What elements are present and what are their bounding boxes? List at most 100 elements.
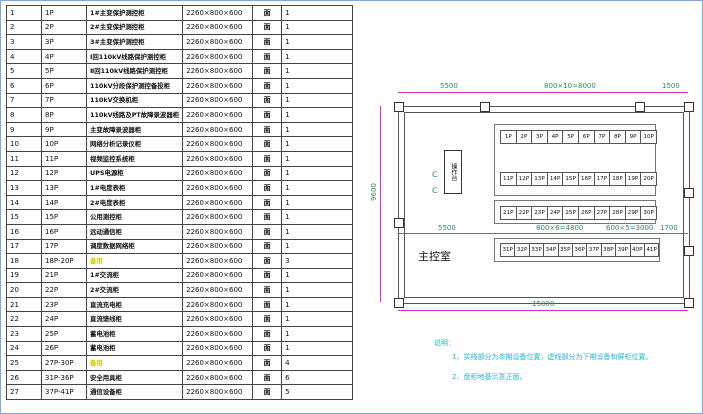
table-cell: 5 [6,63,42,79]
table-cell: 1#主变保护测控柜 [85,5,184,21]
cabinet: 28P [610,207,626,219]
cabinet: 27P [595,207,611,219]
table-cell: 4P [41,48,87,65]
table-cell: 12 [6,165,42,182]
table-cell: Ⅰ回110kV线路保护测控柜 [85,48,184,65]
cabinet: 17P [595,173,611,185]
table-cell: 1P [41,5,87,21]
cabinet: 34P [544,244,559,256]
table-cell: 31P-36P [41,369,87,386]
column [684,246,694,256]
table-cell: 远动通信柜 [85,223,184,240]
table-cell: 备用 [85,253,184,269]
table-cell: 1#交流柜 [85,267,184,284]
cabinet: 7P [595,131,611,143]
table-cell: 蓄电池柜 [85,340,184,357]
dim-top-right: 1500 [662,82,680,90]
cabinet: 5P [563,131,579,143]
table-cell: 面 [252,384,283,401]
dim-line-bottom [398,310,688,311]
table-cell: 2260×800×600 [182,311,254,328]
table-cell: 面 [252,369,283,386]
table-cell: 1 [281,180,354,196]
dim-mid-right: 1700 [660,224,678,232]
table-cell: 20 [6,282,42,298]
table-cell: 2260×800×600 [182,384,254,401]
table-cell: 3 [6,34,42,50]
table-cell: 2260×800×600 [182,121,254,138]
table-cell: 面 [252,150,283,167]
table-cell: 网络分析记录仪柜 [85,136,184,152]
cabinet: 31P [501,244,516,256]
table-cell: 15 [6,209,42,225]
table-cell: 1 [281,19,354,36]
dim-line-top [398,92,688,93]
table-cell: 2260×800×600 [182,223,254,240]
cabinet: 25P [563,207,579,219]
table-cell: 2#主变保护测控柜 [85,19,184,36]
table-cell: 2260×800×600 [182,165,254,182]
table-cell: 1 [281,165,354,182]
table-cell: 16P [41,223,87,240]
table-cell: 14 [6,194,42,211]
table-cell: 1 [281,340,354,357]
table-cell: 面 [252,92,283,109]
table-cell: 2260×800×600 [182,92,254,109]
table-cell: 1 [281,150,354,167]
table-cell: 3 [281,253,354,269]
table-cell: 8 [6,107,42,123]
cabinet: 8P [610,131,626,143]
table-cell: 1#电度表柜 [85,180,184,196]
table-cell: 面 [252,209,283,225]
table-cell: 面 [252,165,283,182]
table-cell: UPS电源柜 [85,165,184,182]
column [394,298,404,308]
table-cell: 110kV交换机柜 [85,92,184,109]
table-cell: 21 [6,296,42,313]
table-cell: 18P-20P [41,253,87,269]
table-cell: 1 [6,5,42,21]
table-cell: 面 [252,48,283,65]
chair-icon: ᑕ [432,186,438,195]
table-cell: 13 [6,180,42,196]
table-cell: 37P-41P [41,384,87,401]
table-cell: 24 [6,340,42,357]
chair-icon: ᑕ [432,170,438,179]
table-cell: 2260×800×600 [182,77,254,94]
building-wall [398,106,690,304]
table-cell: 6P [41,77,87,94]
floor-plan: 5500 800×10=8000 1500 9600 5500 800×6=48… [360,70,703,414]
table-cell: 2260×800×600 [182,136,254,152]
table-cell: 1 [281,107,354,123]
cabinet: 35P [559,244,573,256]
table-cell: 面 [252,253,283,269]
cabinet: 33P [530,244,545,256]
cabinet: 38P [602,244,617,256]
table-cell: 3#主变保护测控柜 [85,34,184,50]
table-cell: 19 [6,267,42,284]
table-cell: 面 [252,77,283,94]
cabinet: 18P [610,173,626,185]
dim-line-mid [398,233,688,234]
table-cell: 5P [41,63,87,79]
table-cell: 1 [281,63,354,79]
table-cell: 视频监控系统柜 [85,150,184,167]
table-cell: 110kV线路及PT故障录波器柜 [85,107,184,123]
dim-top-mid: 800×10=8000 [544,82,596,90]
table-cell: 2260×800×600 [182,340,254,357]
table-cell: 1 [281,267,354,284]
table-cell: 2260×800×600 [182,369,254,386]
table-cell: 面 [252,267,283,284]
table-cell: 23 [6,326,42,342]
